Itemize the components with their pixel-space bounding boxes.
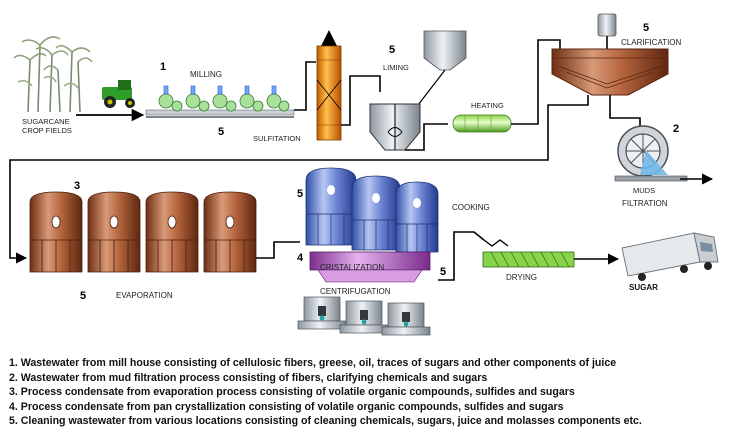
liming-marker: 5 [389,44,395,56]
heating-label: HEATING [471,101,504,110]
legend-item-2: 2. Wastewater from mud filtration proces… [9,371,488,384]
clarification-label: CLARIFICATION [621,38,682,47]
clarifier-to-muds-pipe [609,95,641,128]
cooking-label: COOKING [452,203,490,212]
clarifier-motor-icon [597,13,617,50]
clarifier-tank-icon [551,48,669,96]
wastewater-legend: 1. Wastewater from mill house consisting… [9,356,729,429]
tractor-icon [102,80,135,108]
heating-to-clarifier-pipe [511,39,561,125]
centrifuges-icon [297,296,431,336]
centrifuge-to-drying-pipe [438,231,485,281]
liming-label: LIMING [383,63,409,72]
clarification-marker: 5 [643,22,649,34]
sulfitation-label: SULFITATION [253,134,301,143]
drying-label: DRYING [506,273,537,282]
clarifier-return-pipe [9,95,589,264]
sulfitation-to-liming-pipe [341,75,381,126]
crystallizer-icon [309,251,431,283]
liming-to-heating-pipe [405,123,448,151]
process-diagram: SUGARCANE CROP FIELDS 1 MILLING 5 [9,13,719,336]
legend-item-1: 1. Wastewater from mill house consisting… [9,357,617,369]
mill-to-sulfitation-pipe [294,61,316,111]
legend-item-4: 4. Process condensate from pan crystalli… [9,400,564,413]
evaporation-cleaning-marker: 5 [80,290,86,302]
milling-marker: 1 [160,61,166,73]
crop-fields-label-line1: SUGARCANE [22,117,70,126]
sugar-truck-icon [621,232,719,281]
evaporation-label: EVAPORATION [116,291,173,300]
milling-cleaning-marker: 5 [218,126,224,138]
sulfitation-tower-icon [316,30,342,141]
muds-label-line2: FILTRATION [622,199,668,208]
dryer-conveyor-icon [482,239,575,268]
crystal-marker: 4 [297,252,304,264]
muds-label-line1: MUDS [633,186,655,195]
crop-fields-label-line2: CROP FIELDS [22,126,72,135]
mill-rollers-icon [145,85,295,118]
centrifugation-label: CENTRIFUGATION [320,287,391,296]
drying-cleaning-marker: 5 [440,266,446,278]
legend-item-5: 5. Cleaning wastewater from various loca… [9,415,642,428]
sugar-label: SUGAR [629,283,658,292]
muds-filter-icon [614,125,688,182]
evaporation-to-cooking-pipe [256,241,300,259]
evaporation-marker: 3 [74,180,80,192]
cooking-pans-icon [305,167,439,253]
heater-icon [452,114,512,133]
crystalization-label: CRISTALIZATION [320,263,384,272]
milling-label: MILLING [190,70,222,79]
cooking-marker: 5 [297,188,303,200]
evaporator-tanks-icon [29,191,257,273]
muds-marker: 2 [673,123,679,135]
legend-item-3: 3. Process condensate from evaporation p… [9,386,575,399]
liming-tank-icon [369,103,421,151]
sugarcane-crop-icon [13,36,93,113]
